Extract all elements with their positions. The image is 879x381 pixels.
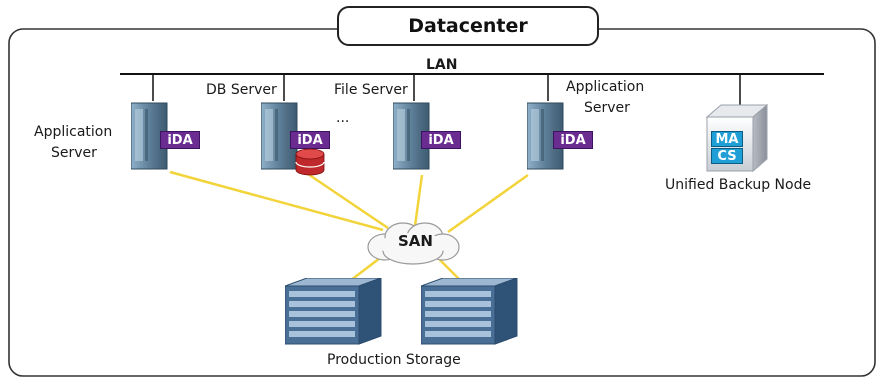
san-link [413, 174, 424, 227]
san-cloud-icon [367, 222, 460, 265]
server-label-line1: Application [566, 79, 645, 95]
server-tower-icon [392, 102, 430, 170]
san-link [304, 170, 389, 230]
san-link [447, 173, 529, 234]
media-agent-badge: MA [711, 131, 743, 147]
server-label-line1: Application [34, 124, 113, 140]
server-label: DB Server [206, 82, 277, 98]
san-label: SAN [398, 232, 433, 250]
commserve-badge: CS [711, 148, 743, 164]
san-link [169, 170, 384, 232]
database-icon [295, 148, 325, 176]
backup-node-label: Unified Backup Node [665, 177, 812, 193]
ida-agent-badge: iDA [160, 131, 200, 149]
ida-agent-badge: iDA [553, 131, 593, 149]
storage-array-icon [421, 278, 518, 345]
ida-agent-badge: iDA [421, 131, 461, 149]
storage-label: Production Storage [327, 352, 461, 368]
application-server-2 [526, 101, 569, 170]
server-label: File Server [334, 82, 408, 98]
more-servers-ellipsis: ... [336, 110, 350, 126]
ida-agent-badge: iDA [290, 131, 330, 149]
server-tower-icon [526, 102, 564, 170]
datacenter-title: Datacenter [337, 6, 599, 46]
file-server [392, 101, 435, 170]
server-label-line2: Server [51, 145, 97, 161]
storage-array-icon [285, 278, 382, 345]
server-label-line2: Server [584, 100, 630, 116]
lan-label: LAN [426, 57, 458, 73]
